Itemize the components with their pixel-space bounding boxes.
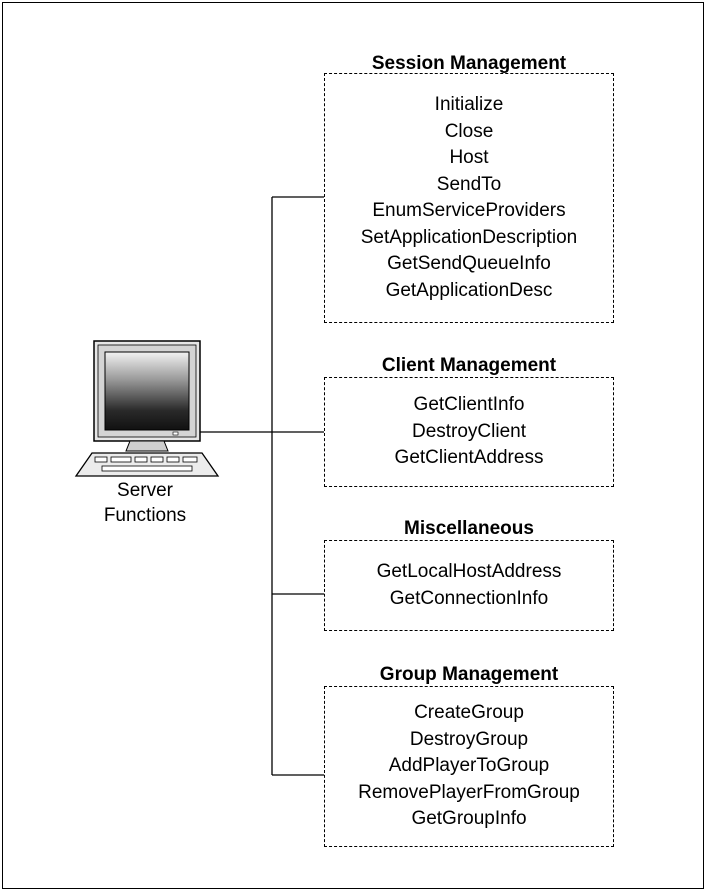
fn-removeplayerfromgroup: RemovePlayerFromGroup <box>358 781 580 803</box>
session-management-title: Session Management <box>371 53 567 74</box>
fn-getapplicationdesc: GetApplicationDesc <box>385 279 553 301</box>
fn-getclientaddress: GetClientAddress <box>394 447 544 469</box>
fn-initialize: Initialize <box>434 94 504 115</box>
session-management-box: Initialize Close Host SendTo EnumService… <box>324 73 614 323</box>
server-caption-line2: Functions <box>103 505 187 526</box>
group-management-box: CreateGroup DestroyGroup AddPlayerToGrou… <box>324 686 614 847</box>
client-management-box: GetClientInfo DestroyClient GetClientAdd… <box>324 377 614 487</box>
fn-sendto: SendTo <box>436 173 502 195</box>
client-management-title: Client Management <box>381 355 557 376</box>
fn-close: Close <box>444 120 494 142</box>
fn-creategroup: CreateGroup <box>414 702 524 724</box>
fn-getsendqueueinfo: GetSendQueueInfo <box>387 253 551 274</box>
fn-destroyclient: DestroyClient <box>411 420 527 442</box>
fn-getgroupinfo: GetGroupInfo <box>411 808 527 830</box>
fn-destroygroup: DestroyGroup <box>409 728 529 750</box>
server-caption-line1: Server <box>117 480 173 501</box>
fn-setapplicationdescription: SetApplicationDescription <box>360 226 578 248</box>
computer-icon <box>74 340 220 477</box>
fn-getclientinfo: GetClientInfo <box>413 394 525 416</box>
fn-enumserviceproviders: EnumServiceProviders <box>372 200 566 221</box>
fn-addplayertogroup: AddPlayerToGroup <box>388 755 550 777</box>
fn-host: Host <box>449 147 489 168</box>
fn-getlocalhostaddress: GetLocalHostAddress <box>376 561 562 582</box>
fn-getconnectioninfo: GetConnectionInfo <box>389 587 549 609</box>
server-caption: Server Functions <box>60 478 230 528</box>
group-management-title: Group Management <box>379 664 559 685</box>
miscellaneous-box: GetLocalHostAddress GetConnectionInfo <box>324 540 614 631</box>
miscellaneous-title: Miscellaneous <box>404 518 534 539</box>
